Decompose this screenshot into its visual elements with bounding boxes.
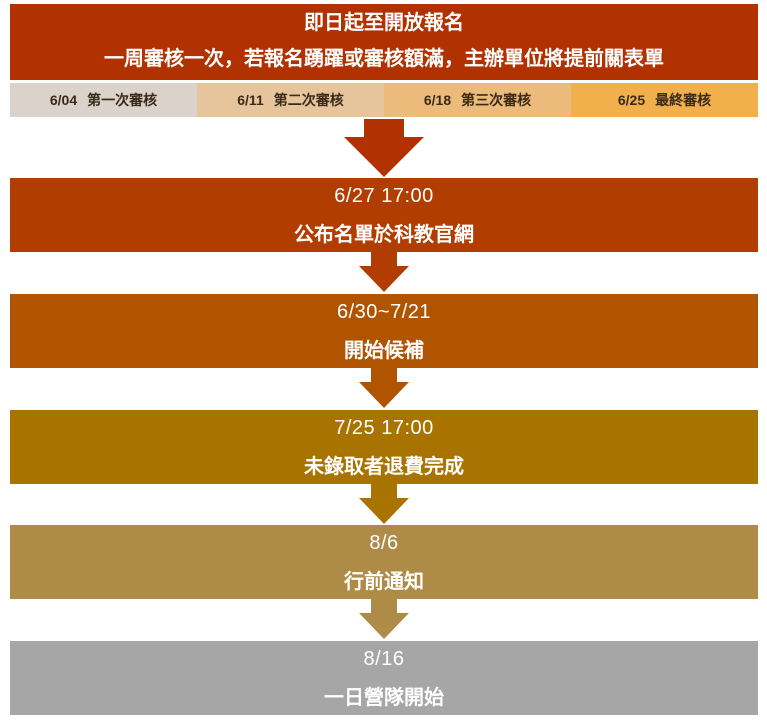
flow-arrow-1 bbox=[344, 119, 424, 177]
milestone-title: 開始候補 bbox=[344, 338, 424, 362]
milestone-time: 8/16 bbox=[363, 648, 405, 670]
milestone-camp-start: 8/16 一日營隊開始 bbox=[10, 641, 758, 715]
milestone-announce: 6/27 17:00 公布名單於科教官網 bbox=[10, 178, 758, 252]
milestone-time: 7/25 17:00 bbox=[334, 417, 434, 439]
milestone-title: 行前通知 bbox=[344, 569, 424, 593]
milestone-time: 6/27 17:00 bbox=[334, 185, 434, 207]
milestone-waitlist: 6/30~7/21 開始候補 bbox=[10, 294, 758, 368]
milestone-title: 一日營隊開始 bbox=[324, 685, 444, 709]
header-title: 即日起至開放報名 bbox=[304, 10, 464, 34]
milestone-refund: 7/25 17:00 未錄取者退費完成 bbox=[10, 410, 758, 484]
milestone-title: 公布名單於科教官網 bbox=[294, 222, 474, 246]
milestone-title: 未錄取者退費完成 bbox=[304, 454, 464, 478]
flow-arrow-3 bbox=[359, 368, 409, 408]
header-note: 一周審核一次，若報名踴躍或審核額滿，主辦單位將提前關表單 bbox=[104, 46, 664, 70]
milestone-time: 6/30~7/21 bbox=[336, 301, 432, 323]
flow-arrow-4 bbox=[359, 484, 409, 524]
flow-arrow-2 bbox=[359, 252, 409, 292]
flow-arrow-5 bbox=[359, 599, 409, 639]
milestone-notice: 8/6 行前通知 bbox=[10, 525, 758, 599]
milestone-time: 8/6 bbox=[369, 532, 399, 554]
header-banner: 即日起至開放報名 一周審核一次，若報名踴躍或審核額滿，主辦單位將提前關表單 bbox=[10, 4, 758, 80]
